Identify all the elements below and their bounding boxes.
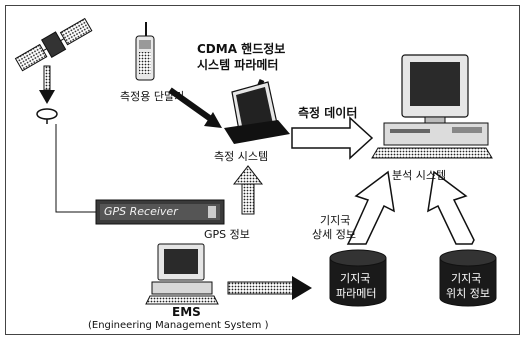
ems-pc-icon xyxy=(145,243,219,305)
bs-detail-label-1: 기지국 xyxy=(320,214,351,227)
antenna-icon xyxy=(36,108,58,124)
analysis-system-label: 분석 시스템 xyxy=(392,169,447,182)
database-location-icon xyxy=(439,249,497,307)
gps-receiver-label: GPS Receiver xyxy=(104,205,178,218)
satellite-icon xyxy=(14,17,93,72)
cdma-param-label-2: 시스템 파라메터 xyxy=(197,58,279,72)
antenna-to-gps-line xyxy=(55,124,96,213)
bs-location-arrow xyxy=(427,170,475,245)
bs-detail-arrow xyxy=(346,170,395,245)
ems-to-db-arrow xyxy=(227,276,312,300)
ems-label: EMS xyxy=(172,305,201,319)
terminal-label: 측정용 단말기 xyxy=(120,90,185,103)
laptop-icon xyxy=(224,81,290,144)
database-param-icon xyxy=(329,249,387,307)
workstation-icon xyxy=(371,54,493,159)
measure-data-label: 측정 데이터 xyxy=(298,106,358,120)
cdma-param-label-1: CDMA 핸드정보 xyxy=(197,42,286,56)
diagram-frame xyxy=(5,5,520,335)
satellite-to-antenna-arrow xyxy=(39,65,55,104)
bs-loc-label-2: 위치 정보 xyxy=(446,287,490,300)
measure-data-arrow xyxy=(291,116,374,160)
bs-detail-label-2: 상세 정보 xyxy=(312,228,356,241)
bs-param-label-2: 파라메터 xyxy=(336,287,377,300)
ems-full-label: (Engineering Management System ) xyxy=(88,320,269,331)
gps-to-laptop-arrow xyxy=(232,165,264,215)
handset-icon xyxy=(135,22,155,81)
bs-loc-label-1: 기지국 xyxy=(451,272,482,285)
bs-param-label-1: 기지국 xyxy=(340,272,371,285)
gps-receiver-icon xyxy=(95,199,225,225)
measure-system-label: 측정 시스템 xyxy=(214,150,269,163)
handset-to-laptop-arrow xyxy=(168,87,222,128)
gps-info-label: GPS 정보 xyxy=(204,228,250,241)
